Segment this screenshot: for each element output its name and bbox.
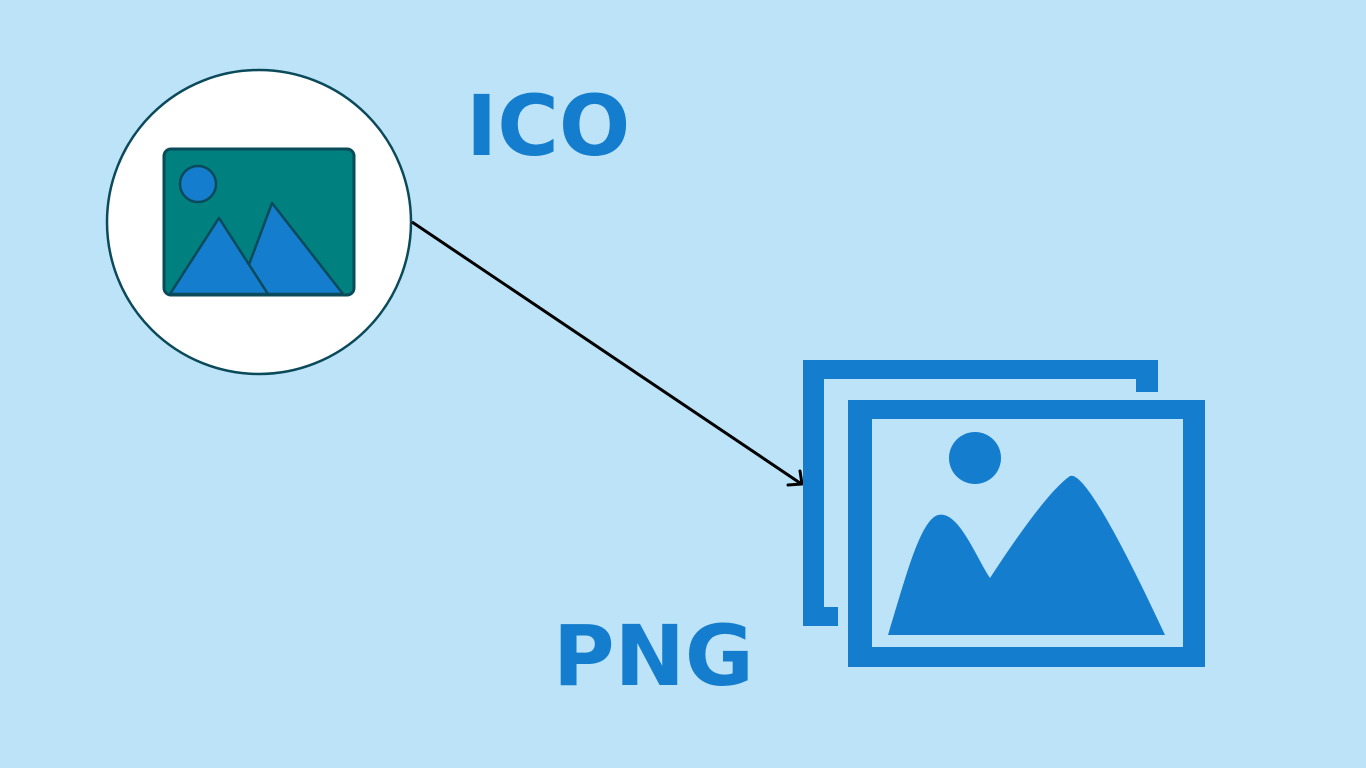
png-label: PNG bbox=[553, 607, 754, 705]
ico-label: ICO bbox=[466, 77, 631, 175]
ico-image-icon bbox=[105, 68, 413, 376]
sun-icon bbox=[178, 164, 218, 204]
arrow-line bbox=[411, 220, 801, 485]
arrow-head bbox=[786, 469, 804, 487]
arrow-icon bbox=[411, 220, 804, 487]
png-sun-icon bbox=[949, 432, 1001, 484]
png-stacked-images-icon bbox=[803, 360, 1205, 667]
png-mountains-icon bbox=[888, 475, 1165, 635]
mountain-front-icon bbox=[168, 216, 270, 296]
mountain-back-icon bbox=[236, 201, 345, 296]
